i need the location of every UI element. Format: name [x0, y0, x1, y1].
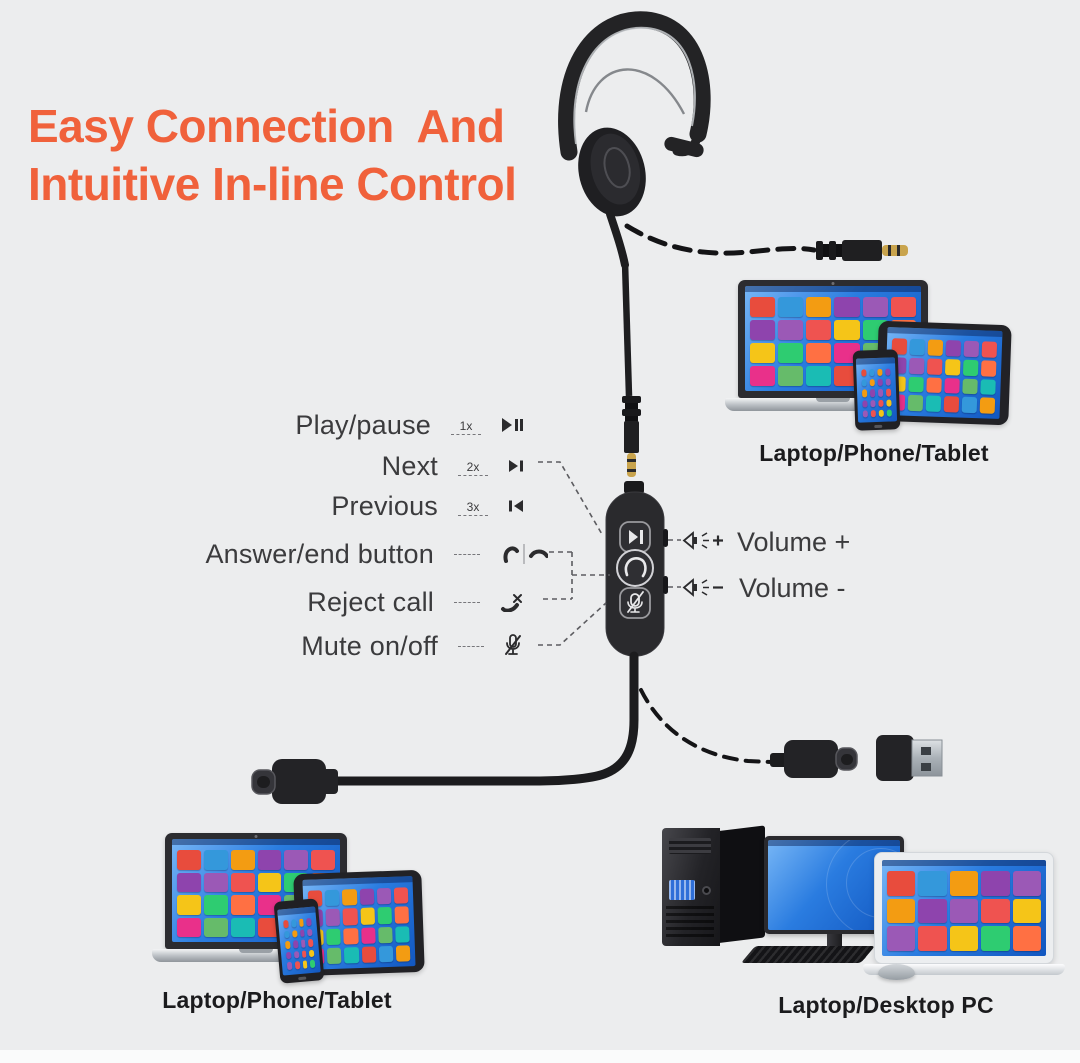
leader-dashes	[458, 514, 488, 516]
headset	[558, 11, 711, 269]
phone	[273, 898, 325, 984]
control-label: Previous	[331, 490, 438, 521]
leader-dashes	[458, 645, 484, 647]
usb-c-plug-left	[251, 759, 338, 804]
remote-call-button	[616, 549, 654, 587]
page-title: Easy Connection And Intuitive In-line Co…	[28, 97, 517, 213]
volume-up-icon	[682, 531, 723, 550]
mute-callout-line	[538, 602, 607, 646]
volume-up-rocker	[663, 529, 668, 547]
control-label: Mute on/off	[301, 630, 438, 661]
white-laptop	[863, 852, 1065, 975]
mouse	[878, 964, 915, 980]
app-icon-grid	[856, 363, 897, 422]
laptop-base	[863, 964, 1065, 975]
phone-screen	[855, 357, 898, 423]
device-group-bottom-right: Laptop/Desktop PC	[652, 822, 1065, 1022]
headband	[558, 11, 711, 161]
cup-cable-exit	[606, 210, 629, 269]
inline-remote	[605, 481, 668, 657]
control-label: Play/pause	[295, 409, 431, 440]
next-track-icon	[508, 459, 524, 473]
control-row-previous: Previous 3x	[0, 489, 524, 523]
app-icon-grid	[278, 912, 321, 975]
ear-cup	[578, 127, 646, 217]
control-label: Next	[381, 450, 438, 481]
play-pause-icon	[501, 417, 524, 433]
mic-mute-icon	[504, 633, 522, 659]
aux-jack-horizontal	[816, 240, 908, 261]
control-row-mute: Mute on/off	[0, 629, 522, 663]
page-title-line1: Easy Connection And	[28, 100, 505, 152]
previous-track-icon	[508, 499, 524, 513]
control-row-play-pause: Play/pause 1x	[0, 408, 524, 442]
gold-tip	[882, 245, 908, 256]
press-count: 1x	[459, 418, 473, 433]
device-group-bottom-left: Laptop/Phone/Tablet	[150, 828, 425, 1023]
device-group-label: Laptop/Desktop PC	[778, 992, 994, 1018]
headband-hook	[672, 127, 703, 157]
headband-accent	[573, 26, 696, 145]
reject-call-icon	[500, 592, 522, 612]
mic-boom-pad	[664, 136, 704, 158]
leader-dashes	[454, 553, 480, 555]
call-callout-bracket	[540, 551, 610, 600]
volume-down-icon	[682, 578, 723, 597]
control-label: Answer/end button	[205, 538, 434, 569]
phone-screen	[277, 906, 321, 976]
suspension-band	[584, 68, 686, 115]
power-button	[702, 886, 711, 895]
callout-lines	[538, 461, 681, 646]
volume-up-label: Volume +	[737, 527, 851, 557]
leader-dashes	[454, 601, 480, 603]
remote-mute-button	[619, 587, 651, 619]
laptop-screen	[882, 860, 1046, 956]
volume-callout-lines	[668, 539, 681, 588]
control-row-next: Next 2x	[0, 449, 524, 483]
app-icon-grid	[882, 866, 1046, 956]
press-count: 3x	[466, 499, 480, 514]
page-title-line2: Intuitive In-line Control	[28, 158, 517, 210]
aux-cable-dashed	[624, 223, 817, 256]
remote-play-pause-button	[619, 521, 651, 553]
media-callout-line	[538, 461, 604, 537]
usb-cable	[327, 651, 639, 786]
remote-body	[605, 491, 665, 657]
usb-branch-dashed	[639, 688, 774, 764]
control-row-reject-call: Reject call	[0, 585, 522, 619]
device-group-label: Laptop/Phone/Tablet	[759, 440, 989, 466]
headset-cable	[621, 261, 633, 397]
leader-dashes	[458, 474, 488, 476]
usb-c-plug-right	[770, 740, 858, 778]
app-icon-grid	[884, 333, 1002, 419]
aux-jack-vertical	[622, 396, 641, 477]
gold-tip	[627, 453, 636, 477]
tower-io-panel	[669, 880, 695, 900]
volume-down-label: Volume -	[739, 573, 846, 603]
answer-end-call-icon	[500, 542, 548, 566]
tablet-screen	[884, 327, 1003, 419]
device-group-top-right: Laptop/Phone/Tablet	[725, 276, 1015, 471]
control-row-answer-end: Answer/end button	[0, 537, 548, 571]
device-group-label: Laptop/Phone/Tablet	[162, 987, 392, 1013]
press-count: 2x	[466, 459, 480, 474]
bottom-white-strip	[0, 1050, 1080, 1063]
leader-dashes	[451, 433, 481, 435]
control-label: Reject call	[307, 586, 434, 617]
usb-a-adapter	[876, 735, 943, 781]
pc-tower	[662, 825, 766, 948]
remote-jack-port	[624, 481, 644, 494]
phone	[852, 349, 901, 431]
volume-down-rocker	[663, 576, 668, 594]
keyboard	[740, 946, 876, 963]
